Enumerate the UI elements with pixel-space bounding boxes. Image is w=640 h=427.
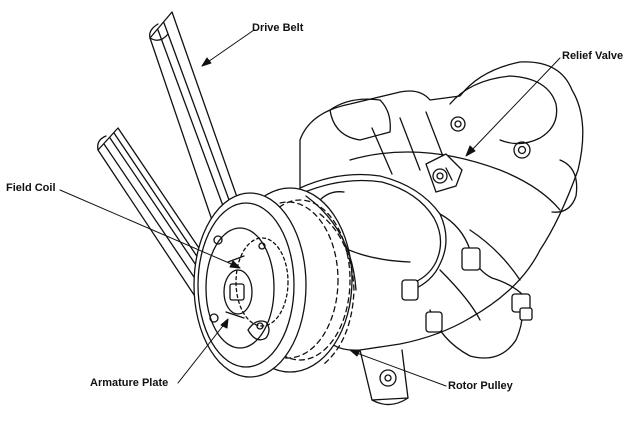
leader-relief-valve <box>469 57 561 153</box>
field-coil <box>235 237 289 327</box>
label-rotor-pulley: Rotor Pulley <box>448 380 513 392</box>
compressor-body <box>299 61 584 406</box>
label-drive-belt: Drive Belt <box>252 22 304 34</box>
leader-rotor-pulley <box>353 351 447 387</box>
leader-drive-belt <box>201 29 255 67</box>
wire-harness <box>299 173 533 359</box>
relief-valve <box>425 153 463 193</box>
leader-armature-plate <box>177 321 227 384</box>
leader-lines <box>59 29 561 387</box>
label-field-coil: Field Coil <box>6 182 56 194</box>
label-relief-valve: Relief Valve <box>562 50 624 62</box>
drive-belt-upper <box>149 11 239 227</box>
armature-plate <box>193 192 307 378</box>
label-armature-plate: Armature Plate <box>90 377 169 389</box>
leader-field-coil <box>59 189 237 267</box>
